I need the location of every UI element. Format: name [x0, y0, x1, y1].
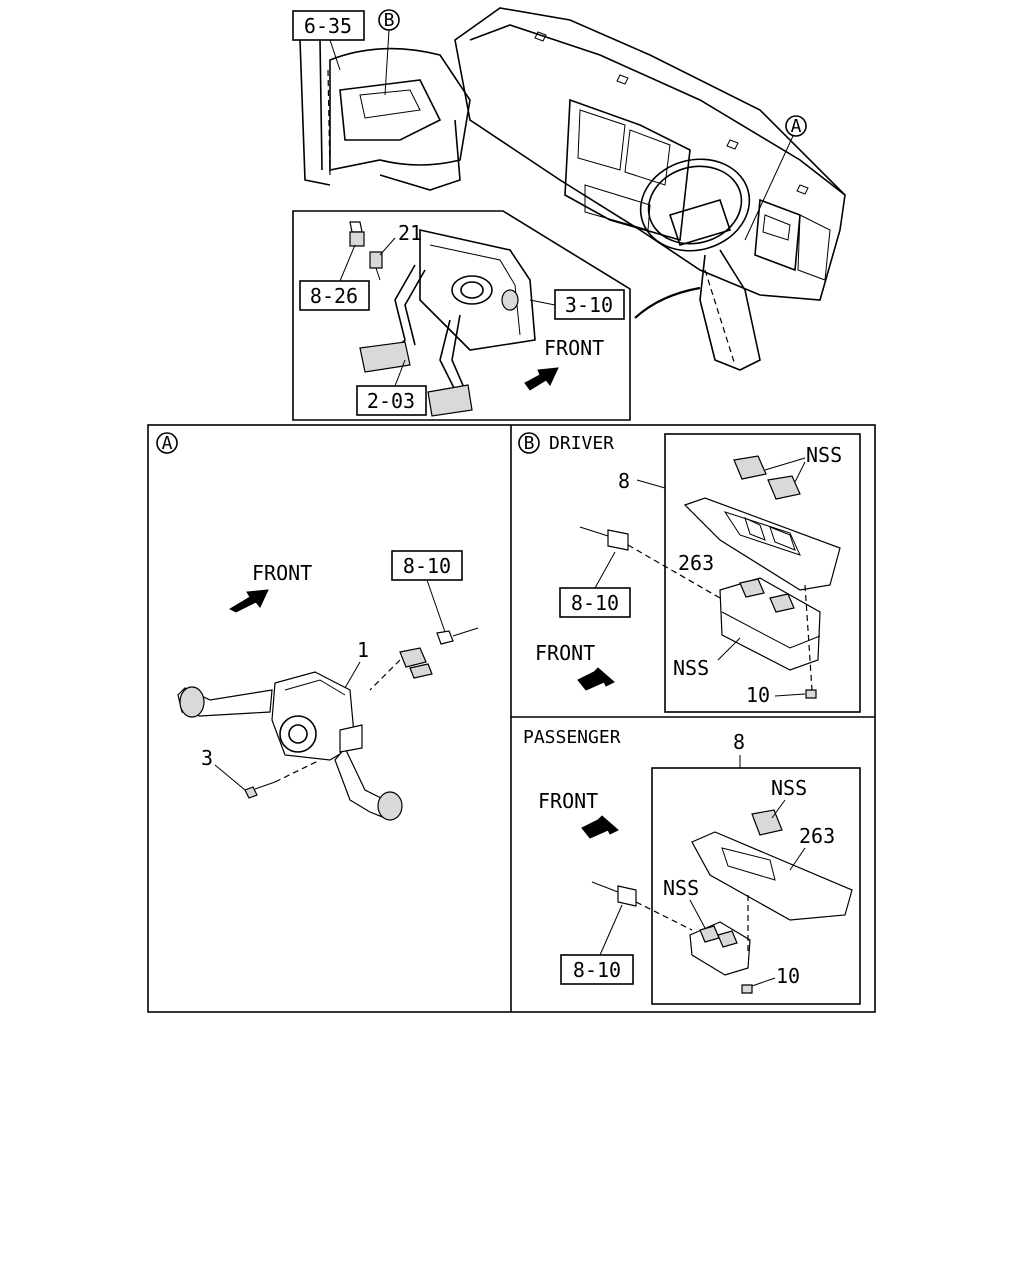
panel-a-front-arrow-icon: [228, 589, 269, 613]
panel-b-passenger: PASSENGER 8 NSS 263 NSS 10 8-10 FRONT: [523, 727, 861, 1005]
panel-b-marker: B: [524, 433, 535, 454]
dashboard-overview: [299, 7, 846, 371]
panel-a-callout-8-10-label: 8-10: [403, 554, 451, 578]
passenger-nss-bottom-label: NSS: [663, 876, 699, 900]
passenger-part-8-label: 8: [733, 730, 745, 754]
passenger-nss-top-label-visible: NSS: [771, 776, 807, 800]
part-21-label: 21: [398, 221, 422, 245]
detail-frame: [147, 424, 876, 1013]
driver-title: DRIVER: [549, 433, 614, 454]
pedal-box: 21 8-26 3-10 2-03 FRONT: [292, 210, 631, 421]
callout-3-10-label: 3-10: [565, 293, 613, 317]
callout-6-35: 6-35: [292, 10, 365, 71]
driver-nss-bottom-label: NSS: [673, 656, 709, 680]
callout-2-03-label: 2-03: [367, 389, 415, 413]
panel-b-driver: B DRIVER 8 NSS 263 NSS 10 8-10: [518, 432, 861, 713]
panel-a: A FRONT 8-10 1 3: [156, 432, 479, 821]
driver-part-8-label: 8: [618, 469, 630, 493]
driver-part-263-label: 263: [678, 551, 714, 575]
callout-6-35-label: 6-35: [304, 14, 352, 38]
passenger-front-arrow-icon: [581, 815, 619, 839]
passenger-title: PASSENGER: [523, 727, 621, 748]
marker-b-label: B: [384, 10, 395, 31]
marker-b: B: [378, 9, 400, 96]
driver-nss-top-label: NSS: [806, 443, 842, 467]
panel-a-front-label: FRONT: [252, 561, 312, 585]
front-arrow-icon: [524, 367, 559, 391]
marker-a-label: A: [791, 116, 802, 137]
overview-front-label: FRONT: [544, 336, 604, 360]
pointer-arrow: [634, 286, 701, 319]
driver-front-label: FRONT: [535, 641, 595, 665]
passenger-part-10-label: 10: [776, 964, 800, 988]
driver-front-arrow-icon: [577, 667, 615, 691]
part-1-label: 1: [357, 638, 369, 662]
passenger-front-label: FRONT: [538, 789, 598, 813]
part-3-label: 3: [201, 746, 213, 770]
passenger-part-263-label: 263: [799, 824, 835, 848]
driver-callout-8-10-label: 8-10: [571, 591, 619, 615]
marker-a: A: [744, 115, 807, 241]
panel-a-marker: A: [162, 433, 173, 454]
passenger-callout-8-10-label: 8-10: [573, 958, 621, 982]
driver-part-10-label: 10: [746, 683, 770, 707]
callout-8-26-label: 8-26: [310, 284, 358, 308]
